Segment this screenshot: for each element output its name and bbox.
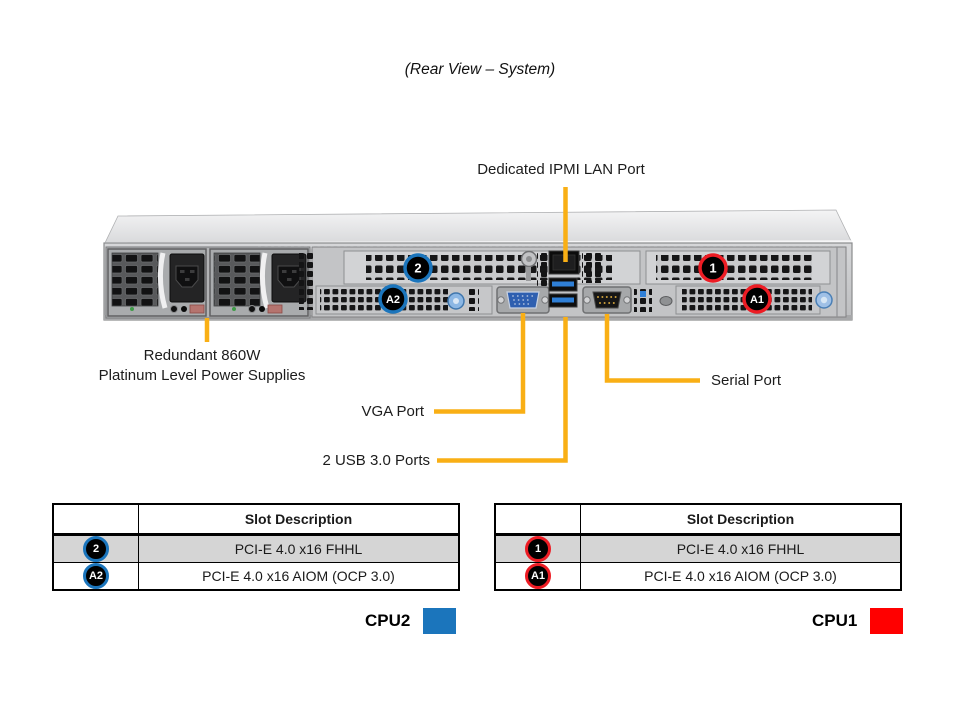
svg-text:1: 1 [709, 261, 716, 276]
slot-table-cpu2: Slot Description 2 PCI-E 4.0 x16 FHHL A2… [52, 503, 460, 591]
slot-table-cpu1: Slot Description 1 PCI-E 4.0 x16 FHHL A1… [494, 503, 902, 591]
aiom-a1-description: PCI-E 4.0 x16 AIOM (OCP 3.0) [644, 568, 837, 584]
small-blue-connector [640, 291, 646, 297]
vga-port-label: VGA Port [361, 403, 424, 420]
slot2-table-badge: 2 [83, 536, 109, 562]
vent-holes-mid3 [582, 250, 602, 283]
cpu1-legend: CPU1 [812, 608, 904, 634]
callout-line-serial [604, 314, 700, 383]
cpu2-label: CPU2 [365, 611, 411, 630]
slot2-description: PCI-E 4.0 x16 FHHL [234, 541, 363, 557]
svg-text:A1: A1 [750, 294, 764, 306]
usb3-port-bottom [548, 293, 578, 308]
table-row-slot2: 2 PCI-E 4.0 x16 FHHL [54, 535, 458, 562]
callout-line-vga [434, 313, 526, 414]
aiom-a2-table-badge: A2 [83, 563, 109, 589]
psu1-led [130, 307, 134, 311]
slot-description-header: Slot Description [686, 511, 795, 527]
slot2-marker: 2 [403, 253, 433, 283]
small-round-connector [659, 296, 673, 306]
psu1-label [189, 304, 205, 314]
aiom-a1-marker: A1 [742, 284, 772, 314]
aiom-a2-marker: A2 [378, 284, 408, 314]
ipmi-lan-port-label: Dedicated IPMI LAN Port [477, 161, 645, 178]
table-row-aiom-a1: A1 PCI-E 4.0 x16 AIOM (OCP 3.0) [496, 562, 900, 589]
psu2-button [248, 305, 256, 313]
slot-description-header: Slot Description [244, 511, 353, 527]
chassis-top-face [103, 209, 853, 246]
psu2-label [267, 304, 283, 314]
aiom-a2-description: PCI-E 4.0 x16 AIOM (OCP 3.0) [202, 568, 395, 584]
marker-column-header [496, 505, 581, 533]
marker-column-header [54, 505, 139, 533]
psu2-handle [259, 252, 270, 309]
usb-ports-label: 2 USB 3.0 Ports [322, 452, 430, 469]
psu1-vent-grille [111, 252, 159, 307]
psu-label-line1: Redundant 860W [143, 347, 261, 364]
svg-text:2: 2 [414, 261, 421, 276]
table-row-aiom-a2: A2 PCI-E 4.0 x16 AIOM (OCP 3.0) [54, 562, 458, 589]
vent-holes-left [299, 253, 314, 310]
cpu1-color-swatch [870, 608, 904, 634]
callout-line-usb [437, 317, 568, 463]
psu-label-line2: Platinum Level Power Supplies [98, 367, 306, 384]
pcie-slot1-bracket [645, 250, 831, 285]
diagram-title: (Rear View – System) [404, 61, 556, 78]
power-supply-1 [107, 248, 207, 317]
vga-port [496, 286, 550, 314]
slot1-marker: 1 [698, 253, 728, 283]
usb3-port-top [548, 277, 578, 292]
psu2-led [232, 307, 236, 311]
power-supply-2 [209, 248, 309, 317]
table-header-row: Slot Description [496, 505, 900, 535]
aiom-a1-table-badge: A1 [525, 563, 551, 589]
slot1-table-badge: 1 [525, 536, 551, 562]
table-header-row: Slot Description [54, 505, 458, 535]
serial-port [582, 286, 632, 314]
cpu1-label: CPU1 [812, 611, 858, 630]
cpu2-legend: CPU2 [365, 608, 457, 634]
svg-text:A2: A2 [386, 294, 400, 306]
screw-post [526, 267, 531, 281]
psu1-button [170, 305, 178, 313]
vent-holes-mid1 [466, 288, 479, 311]
cpu2-color-swatch [423, 608, 457, 634]
vent-holes-mid2 [537, 251, 548, 312]
slot1-description: PCI-E 4.0 x16 FHHL [676, 541, 805, 557]
psu-label: Redundant 860W Platinum Level Power Supp… [42, 346, 362, 386]
psu1-handle [157, 252, 168, 309]
table-row-slot1: 1 PCI-E 4.0 x16 FHHL [496, 535, 900, 562]
callout-lines [204, 187, 700, 463]
vent-holes-mid4 [634, 288, 652, 312]
serial-port-label: Serial Port [711, 372, 782, 389]
psu2-vent-grille [213, 252, 261, 307]
